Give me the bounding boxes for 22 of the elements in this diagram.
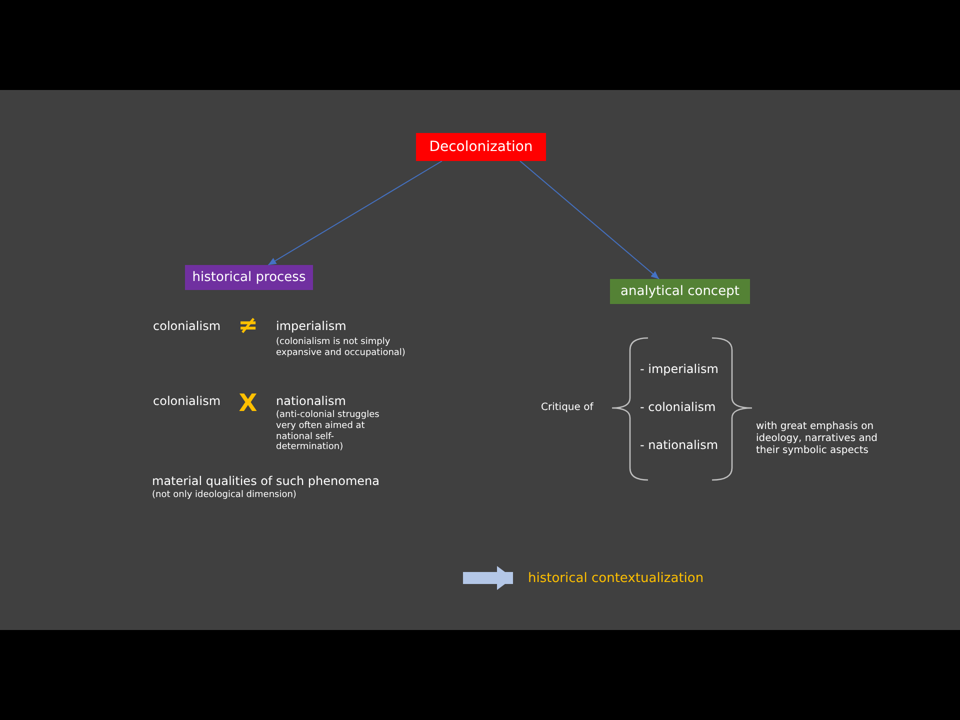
- title-box: Decolonization: [416, 133, 546, 161]
- term-text: Critique of: [541, 402, 594, 414]
- conclusion-text: historical contextualization: [528, 567, 713, 589]
- term-text: nationalism: [276, 394, 347, 408]
- note-text: with great emphasis on ideology, narratives and their symbolic aspects: [756, 421, 879, 457]
- term-text: colonialism: [153, 319, 222, 334]
- term-text: material qualities of such phenomena: [152, 474, 380, 488]
- arrow: [520, 160, 660, 280]
- list-item: - colonialism: [640, 400, 717, 414]
- not-equal-sign: ≠: [236, 311, 260, 340]
- note-text: (not only ideological dimension): [152, 490, 298, 501]
- term-text: imperialism: [276, 319, 348, 334]
- list-item: - nationalism: [640, 438, 720, 452]
- arrow: [268, 160, 442, 266]
- block-arrow: [463, 566, 513, 590]
- cross-sign: X: [238, 389, 258, 418]
- category-box: historical process: [185, 265, 313, 290]
- list-item: - imperialism: [640, 362, 720, 376]
- note-text: (anti-colonial struggles very often aimed at national self-determination): [276, 410, 380, 454]
- category-box: analytical concept: [610, 279, 750, 304]
- note-text: (colonialism is not simply expansive and occupational): [276, 337, 406, 359]
- term-text: colonialism: [153, 394, 222, 408]
